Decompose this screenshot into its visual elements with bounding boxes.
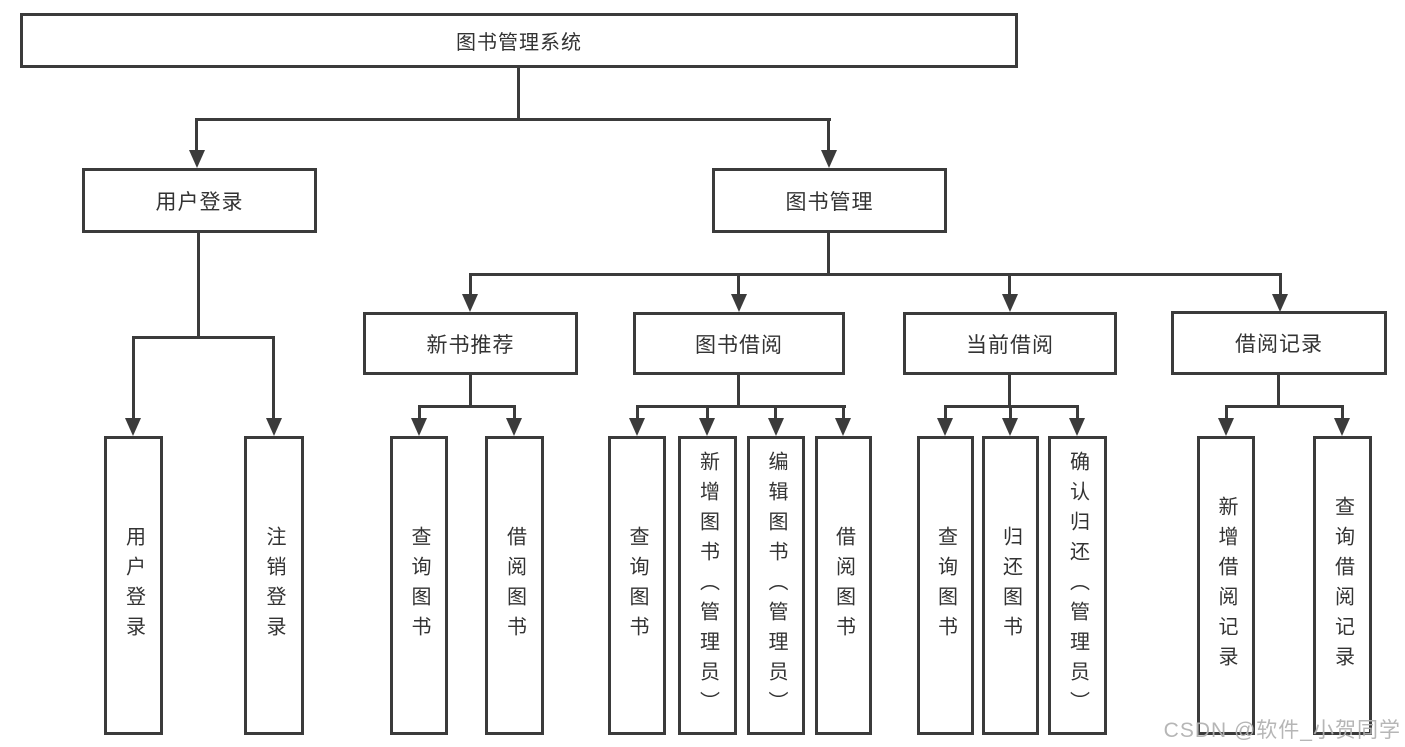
node-new-book-recommend: 新书推荐 [363, 312, 578, 375]
node-label: 用户登录 [155, 190, 244, 214]
leaf-label: 新增借阅记录 [1215, 495, 1237, 676]
arrowhead-icon [1218, 418, 1234, 436]
edge-to-leaf [1341, 405, 1344, 420]
edge-level2-rail [469, 273, 1282, 276]
arrowhead-icon [1069, 418, 1085, 436]
arrowhead-icon [266, 418, 282, 436]
leaf-return-books: 归还图书 [982, 436, 1039, 735]
node-label: 新书推荐 [426, 333, 515, 357]
edge-to-borrow-record [1279, 273, 1282, 296]
leaf-label: 确认归还（管理员） [1066, 450, 1089, 721]
edge-to-leaf [944, 405, 947, 420]
node-book-management-branch: 图书管理 [712, 168, 947, 233]
leaf-edit-books-admin: 编辑图书（管理员） [747, 436, 805, 735]
arrowhead-icon [125, 418, 141, 436]
leaf-add-borrow-record: 新增借阅记录 [1197, 436, 1255, 735]
arrowhead-icon [1334, 418, 1350, 436]
leaf-label: 用户登录 [122, 525, 145, 646]
leaf-label: 查询图书 [934, 525, 957, 646]
leaf-borrow-books: 借阅图书 [815, 436, 872, 735]
arrowhead-icon [506, 418, 522, 436]
edge-group-stem [1008, 375, 1011, 405]
edge-to-leaf [513, 405, 516, 420]
edge-group-rail [418, 405, 516, 408]
edge-group-rail [1225, 405, 1343, 408]
node-label: 借阅记录 [1235, 333, 1323, 356]
node-library-management-system: 图书管理系统 [20, 13, 1018, 68]
leaf-query-books-recommend: 查询图书 [390, 436, 448, 735]
edge-to-leaf [774, 405, 777, 420]
arrowhead-icon [699, 418, 715, 436]
leaf-label: 注销登录 [263, 525, 285, 646]
edge-user-login-stem [197, 233, 200, 336]
arrowhead-icon [411, 418, 427, 436]
node-current-borrowing: 当前借阅 [903, 312, 1117, 375]
edge-to-leaf [132, 336, 135, 420]
edge-to-leaf [1076, 405, 1079, 420]
arrowhead-icon [821, 150, 837, 168]
leaf-label: 查询借阅记录 [1331, 495, 1354, 676]
leaf-logout: 注销登录 [244, 436, 304, 735]
arrowhead-icon [1002, 294, 1018, 312]
node-label: 图书管理 [785, 190, 874, 214]
arrowhead-icon [629, 418, 645, 436]
edge-to-leaf [272, 336, 275, 420]
leaf-label: 归还图书 [999, 525, 1022, 646]
edge-to-new-book [469, 273, 472, 296]
leaf-user-login: 用户登录 [104, 436, 163, 735]
edge-to-leaf [1225, 405, 1228, 420]
edge-group-stem [1277, 375, 1280, 405]
leaf-query-books-borrowing: 查询图书 [608, 436, 666, 735]
edge-to-leaf [1009, 405, 1012, 420]
arrowhead-icon [731, 294, 747, 312]
edge-level1-rail [196, 118, 831, 121]
edge-to-leaf [842, 405, 845, 420]
leaf-confirm-return-admin: 确认归还（管理员） [1048, 436, 1107, 735]
node-label: 图书管理系统 [456, 32, 582, 54]
edge-to-book-mgmt [827, 118, 830, 152]
edge-group-stem [737, 375, 740, 405]
leaf-borrow-books-recommend: 借阅图书 [485, 436, 544, 735]
arrowhead-icon [1272, 294, 1288, 312]
node-label: 图书借阅 [695, 333, 783, 357]
leaf-query-borrow-record: 查询借阅记录 [1313, 436, 1372, 735]
node-borrowing-records: 借阅记录 [1171, 311, 1387, 375]
arrowhead-icon [937, 418, 953, 436]
edge-user-login-rail [132, 336, 275, 339]
edge-root-trunk [517, 68, 520, 118]
arrowhead-icon [1002, 418, 1018, 436]
arrowhead-icon [189, 150, 205, 168]
leaf-query-books-current: 查询图书 [917, 436, 974, 735]
arrowhead-icon [768, 418, 784, 436]
arrowhead-icon [462, 294, 478, 312]
edge-to-leaf [706, 405, 709, 420]
node-label: 当前借阅 [966, 333, 1054, 357]
edge-to-leaf [636, 405, 639, 420]
node-book-borrowing: 图书借阅 [633, 312, 845, 375]
leaf-label: 借阅图书 [503, 525, 526, 646]
leaf-add-books-admin: 新增图书（管理员） [678, 436, 737, 735]
edge-group-stem [469, 375, 472, 405]
leaf-label: 查询图书 [626, 525, 648, 646]
edge-to-book-borrow [737, 273, 740, 296]
edge-to-user-login [195, 118, 198, 152]
node-user-login-branch: 用户登录 [82, 168, 317, 233]
arrowhead-icon [835, 418, 851, 436]
leaf-label: 新增图书（管理员） [696, 450, 719, 721]
edge-book-mgmt-stem [827, 233, 830, 273]
leaf-label: 编辑图书（管理员） [765, 450, 787, 721]
edge-to-current-borrow [1008, 273, 1011, 296]
edge-to-leaf [418, 405, 421, 420]
leaf-label: 查询图书 [408, 525, 430, 646]
leaf-label: 借阅图书 [832, 525, 855, 646]
edge-group-rail [636, 405, 846, 408]
csdn-watermark: CSDN @软件_小贺同学 [1163, 719, 1401, 742]
